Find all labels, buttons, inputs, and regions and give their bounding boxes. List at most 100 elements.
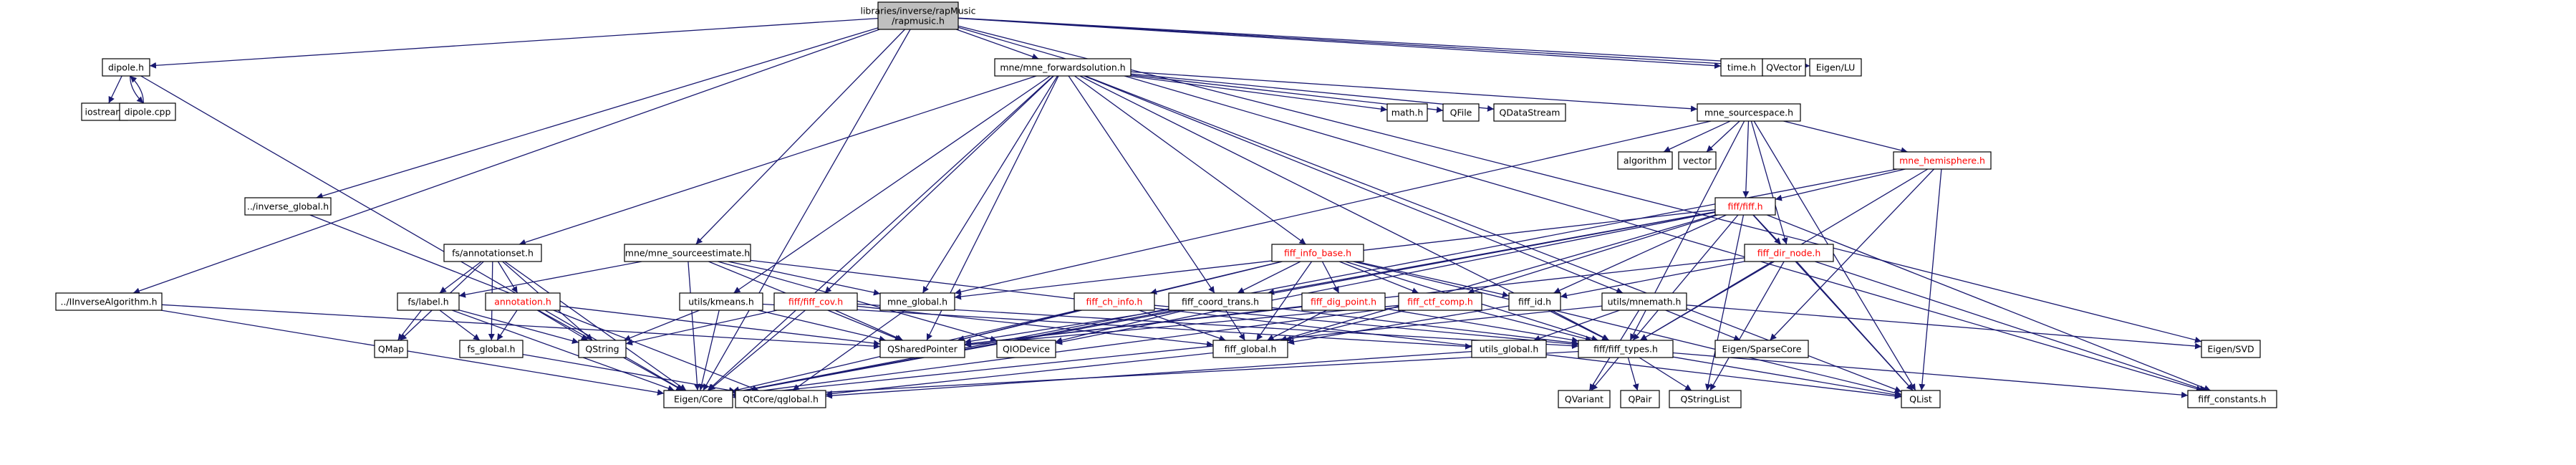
edge-fiff_cov-to-qsharedpointer [834,310,904,341]
node-iinverse[interactable]: ../IInverseAlgorithm.h [55,292,163,311]
node-math_h: math.h [1386,103,1428,122]
edge-fiff_dir_node-to-fiff_types [1640,261,1775,341]
node-fiff_cov[interactable]: fiff/fiff_cov.h [773,292,858,311]
node-fiff_ctf_comp[interactable]: fiff_ctf_comp.h [1398,292,1482,311]
node-box-qfile [1442,103,1480,122]
edge-fiff_h-to-fiff_ctf_comp [1467,214,1718,294]
node-box-eigen_sparse [1714,340,1809,358]
edge-fiff_info_base-to-fiff_dig_point [1321,261,1340,294]
node-fiff_types[interactable]: fiff/fiff_types.h [1578,340,1674,358]
node-box-fiff_cov [773,292,858,311]
node-label-root: /rapmusic.h [892,16,945,27]
node-label-hemisphere: mne_hemisphere.h [1899,155,1985,166]
node-eigen_svd: Eigen/SVD [2201,340,2261,358]
node-box-eigen_lu [1809,58,1862,77]
node-label-qvector: QVector [1766,62,1803,73]
edge-annotationset-to-annotation [497,261,518,294]
node-fs_label[interactable]: fs/label.h [397,292,460,311]
edge-fiff_h-to-qiodevice [1055,211,1716,345]
node-vector: vector [1678,151,1717,170]
node-fs_global[interactable]: fs_global.h [459,340,524,358]
node-qsharedpointer: QSharedPointer [879,340,965,358]
edge-fiff_types-to-qvariant [1591,357,1619,391]
node-box-qtglobal [735,390,826,408]
node-hemisphere[interactable]: mne_hemisphere.h [1893,151,1992,170]
edge-fwd-to-kmeans [733,75,1051,294]
node-dipole_h[interactable]: dipole.h [102,58,150,77]
node-annotationset[interactable]: fs/annotationset.h [443,244,542,262]
edge-fwd-to-fiff_cov [824,75,1054,294]
node-srcspace[interactable]: mne_sourcespace.h [1697,103,1801,122]
node-box-fs_label [397,292,460,311]
node-box-annotation [485,292,561,311]
node-label-dipole_cpp: dipole.cpp [125,107,171,118]
node-box-qmap [374,340,408,358]
edge-fwd-to-mne_global [922,75,1058,294]
node-mnemath[interactable]: utils/mnemath.h [1601,292,1687,311]
node-algorithm: algorithm [1617,151,1673,170]
node-fiff_dig_point[interactable]: fiff_dig_point.h [1301,292,1386,311]
edge-root-to-iinverse [132,29,880,294]
edge-mne_global-to-qtglobal [792,310,906,391]
node-utils_global[interactable]: utils_global.h [1471,340,1547,358]
edge-fiff_coord_trans-to-qsharedpointer [964,309,1169,345]
edge-fiff_h-to-fiff_id [1553,214,1727,294]
node-label-eigen_sparse: Eigen/SparseCore [1722,344,1802,355]
node-fiff_id[interactable]: fiff_id.h [1508,292,1561,311]
node-box-fiff_constants [2187,390,2277,408]
node-dipole_cpp[interactable]: dipole.cpp [119,102,176,121]
node-label-fiff_dig_point: fiff_dig_point.h [1311,297,1376,307]
edge-fiff_types-to-fiff_constants [1672,352,2189,398]
node-label-fiff_coord_trans: fiff_coord_trans.h [1182,297,1259,307]
node-srcest[interactable]: mne/mne_sourceestimate.h [624,244,751,262]
node-label-fiff_constants: fiff_constants.h [2198,394,2266,405]
node-box-qvector [1762,58,1806,77]
node-root[interactable]: libraries/inverse/rapMusic/rapmusic.h [860,1,976,30]
node-label-qpair: QPair [1628,394,1652,405]
node-label-qfile: QFile [1450,107,1472,118]
node-qlist: QList [1901,390,1941,408]
node-box-dipole_cpp [119,102,176,121]
edge-mnemath-to-eigen_core [732,305,1603,398]
node-box-mne_global [879,292,955,311]
edge-fiff_cov-to-qstring [625,310,777,346]
edge-mnemath-to-utils_global [1533,310,1620,342]
node-mne_global[interactable]: mne_global.h [879,292,955,311]
node-fiff_coord_trans[interactable]: fiff_coord_trans.h [1168,292,1273,311]
edge-annotationset-to-eigen_core [504,261,687,391]
node-label-fiff_id: fiff_id.h [1518,297,1551,307]
edge-root-to-fiff_constants [957,27,2203,392]
node-fiff_global[interactable]: fiff_global.h [1212,340,1288,358]
node-time_h: time.h [1720,58,1763,77]
node-box-qlist [1901,390,1941,408]
edge-root-to-time_h [957,17,1722,69]
edge-srcspace-to-mne_global [954,120,1712,295]
node-fwd[interactable]: mne/mne_forwardsolution.h [994,58,1132,77]
node-inverse_global[interactable]: ../inverse_global.h [244,197,332,216]
node-qstringlist: QStringList [1669,390,1742,408]
node-fiff_dir_node[interactable]: fiff_dir_node.h [1744,244,1834,262]
edge-fiff_dig_point-to-fiff_types [1384,308,1579,343]
node-kmeans[interactable]: utils/kmeans.h [679,292,763,311]
edge-fiff_dir_node-to-fiff_constants [1815,261,2206,392]
node-fiff_ch_info[interactable]: fiff_ch_info.h [1074,292,1155,311]
node-label-srcspace: mne_sourcespace.h [1704,107,1793,118]
edge-fiff_types-to-qlist [1672,356,1902,398]
edge-fiff_info_base-to-qlist [1353,261,1902,396]
node-eigen_core: Eigen/Core [663,390,733,408]
node-box-fiff_ctf_comp [1398,292,1482,311]
node-eigen_lu: Eigen/LU [1809,58,1862,77]
node-box-vector [1678,151,1717,170]
node-fiff_h[interactable]: fiff/fiff.h [1714,197,1776,216]
edge-srcspace-to-fiff_dir_node [1750,120,1788,245]
node-label-root: libraries/inverse/rapMusic [860,6,975,16]
edge-srcspace-to-qlist [1753,120,1916,391]
edge-iinverse-to-eigen_core [160,310,665,396]
node-label-iostream: iostream [85,107,125,118]
node-fiff_info_base[interactable]: fiff_info_base.h [1271,244,1364,262]
edge-fs_label-to-eigen_core [452,310,675,392]
edge-fiff_info_base-to-fiff_coord_trans [1237,261,1301,294]
node-fiff_constants[interactable]: fiff_constants.h [2187,390,2277,408]
node-annotation[interactable]: annotation.h [485,292,561,311]
edge-fiff_h-to-fiff_global [1280,214,1716,342]
